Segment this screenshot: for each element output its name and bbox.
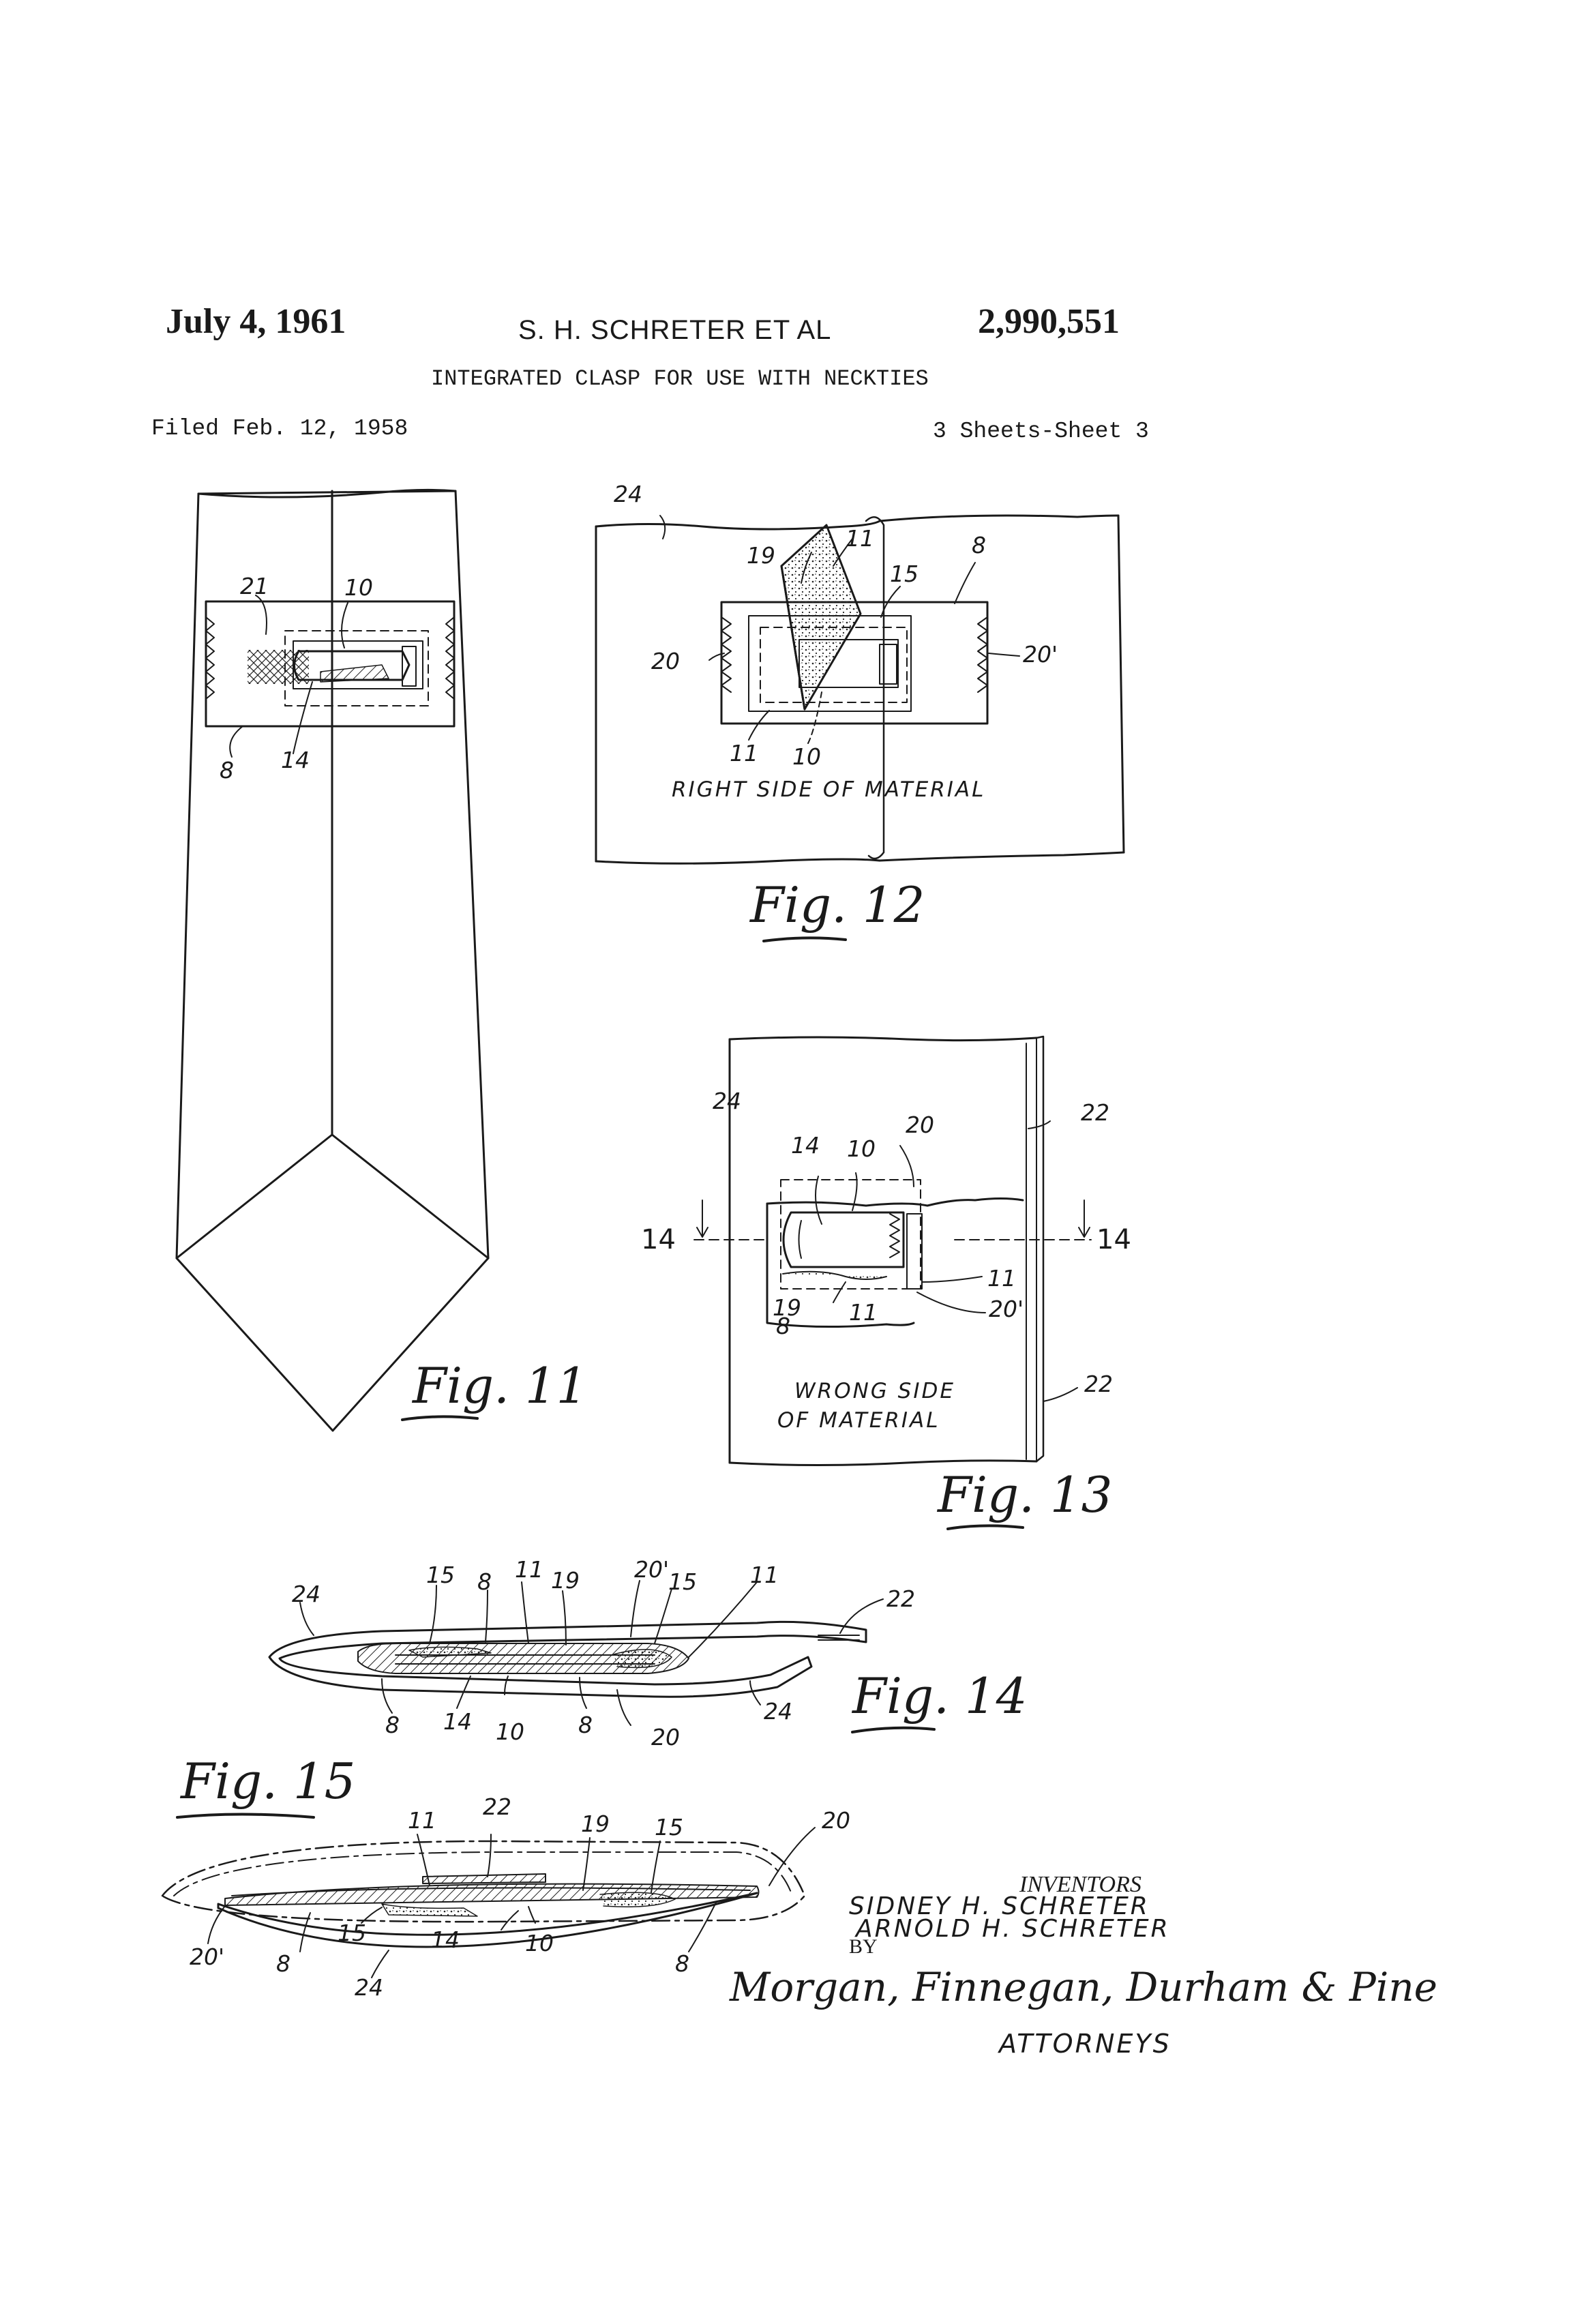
fig14-ref-11a: 11 (515, 1556, 543, 1583)
fig14-ref-19: 19 (551, 1567, 580, 1594)
fig15-drawing (161, 1813, 816, 1978)
fig12-ref-20: 20 (651, 648, 680, 674)
inventor-name-1: SIDNEY H. SCHRETER (849, 1892, 1150, 1920)
fig14-ref-8b: 8 (385, 1712, 400, 1738)
patent-title: INTEGRATED CLASP FOR USE WITH NECKTIES (431, 366, 929, 391)
fig12-label: Fig. 12 (750, 876, 925, 934)
fig14-ref-14: 14 (443, 1708, 472, 1735)
fig15-ref-10: 10 (525, 1930, 554, 1956)
inventors-heading: INVENTORS (1019, 1872, 1141, 1897)
fig11-label: Fig. 11 (413, 1357, 588, 1414)
fig14-ref-15b: 15 (668, 1568, 697, 1595)
fig14-ref-10: 10 (496, 1718, 524, 1745)
fig14-drawing (268, 1580, 936, 1733)
fig13-ref-24: 24 (713, 1088, 741, 1114)
fig11-ref-8: 8 (220, 757, 234, 784)
fig15-ref-24: 24 (355, 1974, 383, 2001)
fig11-ref-14: 14 (281, 747, 310, 773)
fig12-ref-19: 19 (747, 542, 775, 569)
fig13-ref-22b: 22 (1084, 1371, 1113, 1397)
patent-date: July 4, 1961 (166, 302, 346, 341)
fig12-ref-24: 24 (614, 481, 642, 507)
fig14-ref-8a: 8 (477, 1568, 492, 1595)
fig14-ref-11b: 11 (750, 1562, 779, 1588)
fig13-caption-line2: OF MATERIAL (777, 1408, 940, 1433)
fig14-ref-8c: 8 (578, 1712, 593, 1738)
fig13-ref-8: 8 (776, 1313, 790, 1339)
fig13-drawing (693, 1035, 1092, 1530)
fig14-ref-24b: 24 (764, 1698, 792, 1725)
fig12-ref-8: 8 (972, 532, 986, 558)
fig12-drawing (595, 514, 1125, 942)
fig15-ref-15a: 15 (655, 1814, 683, 1841)
fig15-label: Fig. 15 (181, 1753, 356, 1810)
fig11-ref-21: 21 (240, 573, 269, 599)
fig12-ref-11b: 11 (730, 740, 758, 766)
fig14-ref-15a: 15 (426, 1562, 455, 1588)
fig15-ref-19: 19 (581, 1811, 610, 1837)
inventor-name-2: ARNOLD H. SCHRETER (856, 1915, 1170, 1943)
fig15-ref-15b: 15 (338, 1920, 366, 1946)
fig13-ref-11b: 11 (849, 1299, 878, 1326)
fig12-ref-20p: 20' (1023, 641, 1058, 668)
patent-number: 2,990,551 (978, 302, 1120, 341)
fig13-ref-11a: 11 (987, 1265, 1016, 1292)
fig15-ref-20: 20 (822, 1807, 850, 1834)
fig13-ref-22a: 22 (1081, 1099, 1109, 1126)
fig13-caption-line1: WRONG SIDE (794, 1379, 955, 1403)
fig13-label: Fig. 13 (938, 1466, 1113, 1523)
fig13-section-14-right: 14 (1096, 1224, 1131, 1255)
fig13-ref-14: 14 (791, 1132, 820, 1159)
fig13-ref-10: 10 (847, 1135, 876, 1162)
fig13-section-14-left: 14 (641, 1224, 676, 1255)
by-label: BY (849, 1935, 878, 1958)
fig13-ref-20: 20 (906, 1112, 934, 1138)
fig13-ref-20p: 20' (989, 1296, 1024, 1322)
fig12-ref-10: 10 (792, 743, 821, 770)
fig11-ref-10: 10 (344, 574, 373, 601)
fig14-ref-24a: 24 (292, 1581, 320, 1607)
fig15-ref-20p: 20' (190, 1943, 225, 1970)
attorneys-label: ATTORNEYS (999, 2029, 1171, 2059)
fig13-ref-19: 19 (773, 1294, 801, 1321)
fig12-caption: RIGHT SIDE OF MATERIAL (672, 777, 986, 802)
fig15-ref-8a: 8 (276, 1950, 290, 1977)
inventor-line: S. H. SCHRETER ET AL (518, 315, 832, 345)
fig14-ref-20: 20 (651, 1724, 680, 1751)
fig15-ref-8b: 8 (675, 1950, 689, 1977)
fig12-ref-11a: 11 (846, 525, 874, 552)
fig15-ref-22: 22 (483, 1793, 511, 1820)
filed-date: Filed Feb. 12, 1958 (151, 416, 408, 441)
fig15-ref-11: 11 (408, 1807, 436, 1834)
fig11-drawing (175, 488, 490, 1432)
attorney-signature: Morgan, Finnegan, Durham & Pine (730, 1964, 1437, 2010)
sheet-count: 3 Sheets-Sheet 3 (933, 419, 1149, 444)
fig12-ref-15: 15 (890, 561, 919, 587)
fig15-ref-14: 14 (431, 1926, 460, 1953)
fig14-ref-20p: 20' (634, 1556, 670, 1583)
fig14-label: Fig. 14 (852, 1667, 1028, 1725)
fig14-ref-22: 22 (886, 1585, 915, 1612)
